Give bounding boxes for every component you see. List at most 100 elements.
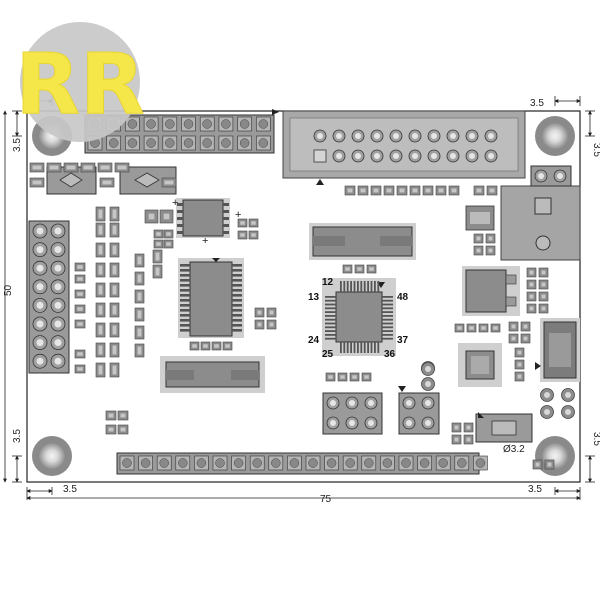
- smd-pad: [214, 344, 219, 348]
- smd-pad: [476, 188, 482, 193]
- smd-pad: [102, 180, 112, 185]
- jumper-pin-hole: [425, 420, 431, 426]
- mcu-qfp48: [322, 278, 396, 356]
- smd-pad: [120, 413, 126, 418]
- logo-circle: [20, 22, 140, 142]
- smd-pad: [466, 425, 471, 430]
- smd-pad: [369, 267, 374, 271]
- smd-pad: [451, 188, 457, 193]
- smd-pad: [137, 256, 142, 265]
- smd-pad: [493, 326, 498, 330]
- mcu-pin: [343, 281, 346, 292]
- smd-pad: [373, 188, 379, 193]
- header-bottom-pin-hole: [178, 458, 188, 468]
- header-top-pin-hole: [239, 119, 250, 129]
- soic-pin: [232, 274, 242, 277]
- header-left-pin-hole: [36, 246, 44, 254]
- smd-pad: [454, 437, 459, 442]
- soic-pin: [232, 304, 242, 307]
- dim-label-right-top: 3.5: [591, 143, 600, 157]
- smd-pad: [137, 328, 142, 337]
- smd-pad: [98, 265, 103, 275]
- smd-pad: [77, 307, 83, 311]
- smd-pad: [347, 188, 353, 193]
- smd-pad: [98, 325, 103, 335]
- via-hole: [425, 366, 431, 372]
- header-bottom-pin-hole: [345, 458, 355, 468]
- header-left-pin-hole: [54, 264, 62, 272]
- soic-pin: [232, 329, 242, 332]
- logo-text: RR: [15, 35, 144, 133]
- jumper-pin-hole: [406, 420, 412, 426]
- soic-pin: [180, 329, 190, 332]
- small-soic-pin: [177, 231, 183, 234]
- smd-pad: [77, 352, 83, 356]
- header-bottom-pin-hole: [364, 458, 374, 468]
- small-header-pins: [326, 169, 567, 430]
- mcu-pin-36: 36: [384, 349, 396, 360]
- reset-switch: [475, 412, 533, 443]
- mcu-pin: [382, 311, 393, 313]
- smd-pad: [386, 188, 392, 193]
- jumper-pin-hole: [349, 400, 355, 406]
- smd-pad: [529, 282, 534, 287]
- smd-pad: [112, 245, 117, 255]
- jumper-pin-hole: [368, 400, 374, 406]
- smd-pad: [535, 462, 540, 467]
- header-top-pin-hole: [108, 138, 119, 148]
- smd-pad: [523, 336, 528, 341]
- smd-pad: [77, 367, 83, 371]
- svg-text:+: +: [202, 235, 208, 247]
- mcu-pin-24: 24: [308, 335, 320, 346]
- soic-pin: [232, 319, 242, 322]
- mcu-pin: [353, 281, 356, 292]
- header-top-pin-hole: [183, 138, 194, 148]
- soic-pin: [180, 294, 190, 297]
- smd-pad: [112, 365, 117, 375]
- header-top-pin-hole: [221, 119, 231, 129]
- smd-pad: [529, 270, 534, 275]
- mcu-pin: [363, 342, 366, 353]
- mcu-pin: [325, 326, 336, 329]
- smd-pad: [166, 242, 171, 246]
- mcu-pin: [382, 307, 393, 310]
- dc-jack: [500, 185, 581, 261]
- jumper-pin-hole: [330, 420, 336, 426]
- smd-pad: [203, 344, 208, 348]
- smd-pad: [32, 180, 42, 185]
- smd-pad: [98, 345, 103, 355]
- header-bottom-pin-hole: [308, 458, 318, 468]
- header-top-pin-hole: [202, 119, 212, 129]
- smd-pad: [488, 236, 493, 241]
- dim-label-width: 75: [320, 494, 332, 505]
- mcu-pin: [382, 296, 393, 298]
- mounting-holes: [32, 116, 575, 476]
- small-soic-pin: [177, 210, 183, 213]
- soic-pin: [232, 299, 242, 302]
- jumper-pin-hole: [425, 400, 431, 406]
- mcu-pin: [343, 342, 346, 353]
- smd-pad: [257, 322, 262, 327]
- brand-logo: RR: [15, 22, 145, 142]
- smd-pad: [529, 294, 534, 299]
- soic-pin: [180, 319, 190, 322]
- header-top-pin-hole: [146, 138, 156, 148]
- smd-pad: [457, 326, 462, 330]
- jumper-pin-hole: [557, 173, 563, 179]
- smd-pad: [112, 265, 117, 275]
- header-bottom-pin-hole: [475, 458, 486, 468]
- small-soic-pin: [177, 217, 183, 220]
- mcu-pin: [374, 281, 376, 292]
- header-left-pin-hole: [54, 283, 62, 291]
- smd-pad: [112, 209, 117, 219]
- smd-pad: [49, 165, 59, 170]
- mcu-pin: [377, 342, 380, 353]
- mcu-pin: [382, 315, 393, 317]
- mcu-pin: [367, 281, 369, 292]
- mcu-pin: [325, 311, 336, 313]
- header-bottom-pin-hole: [401, 458, 411, 468]
- mcu-pin: [325, 318, 336, 321]
- soic-pin: [180, 324, 190, 327]
- smd-pad: [481, 326, 486, 330]
